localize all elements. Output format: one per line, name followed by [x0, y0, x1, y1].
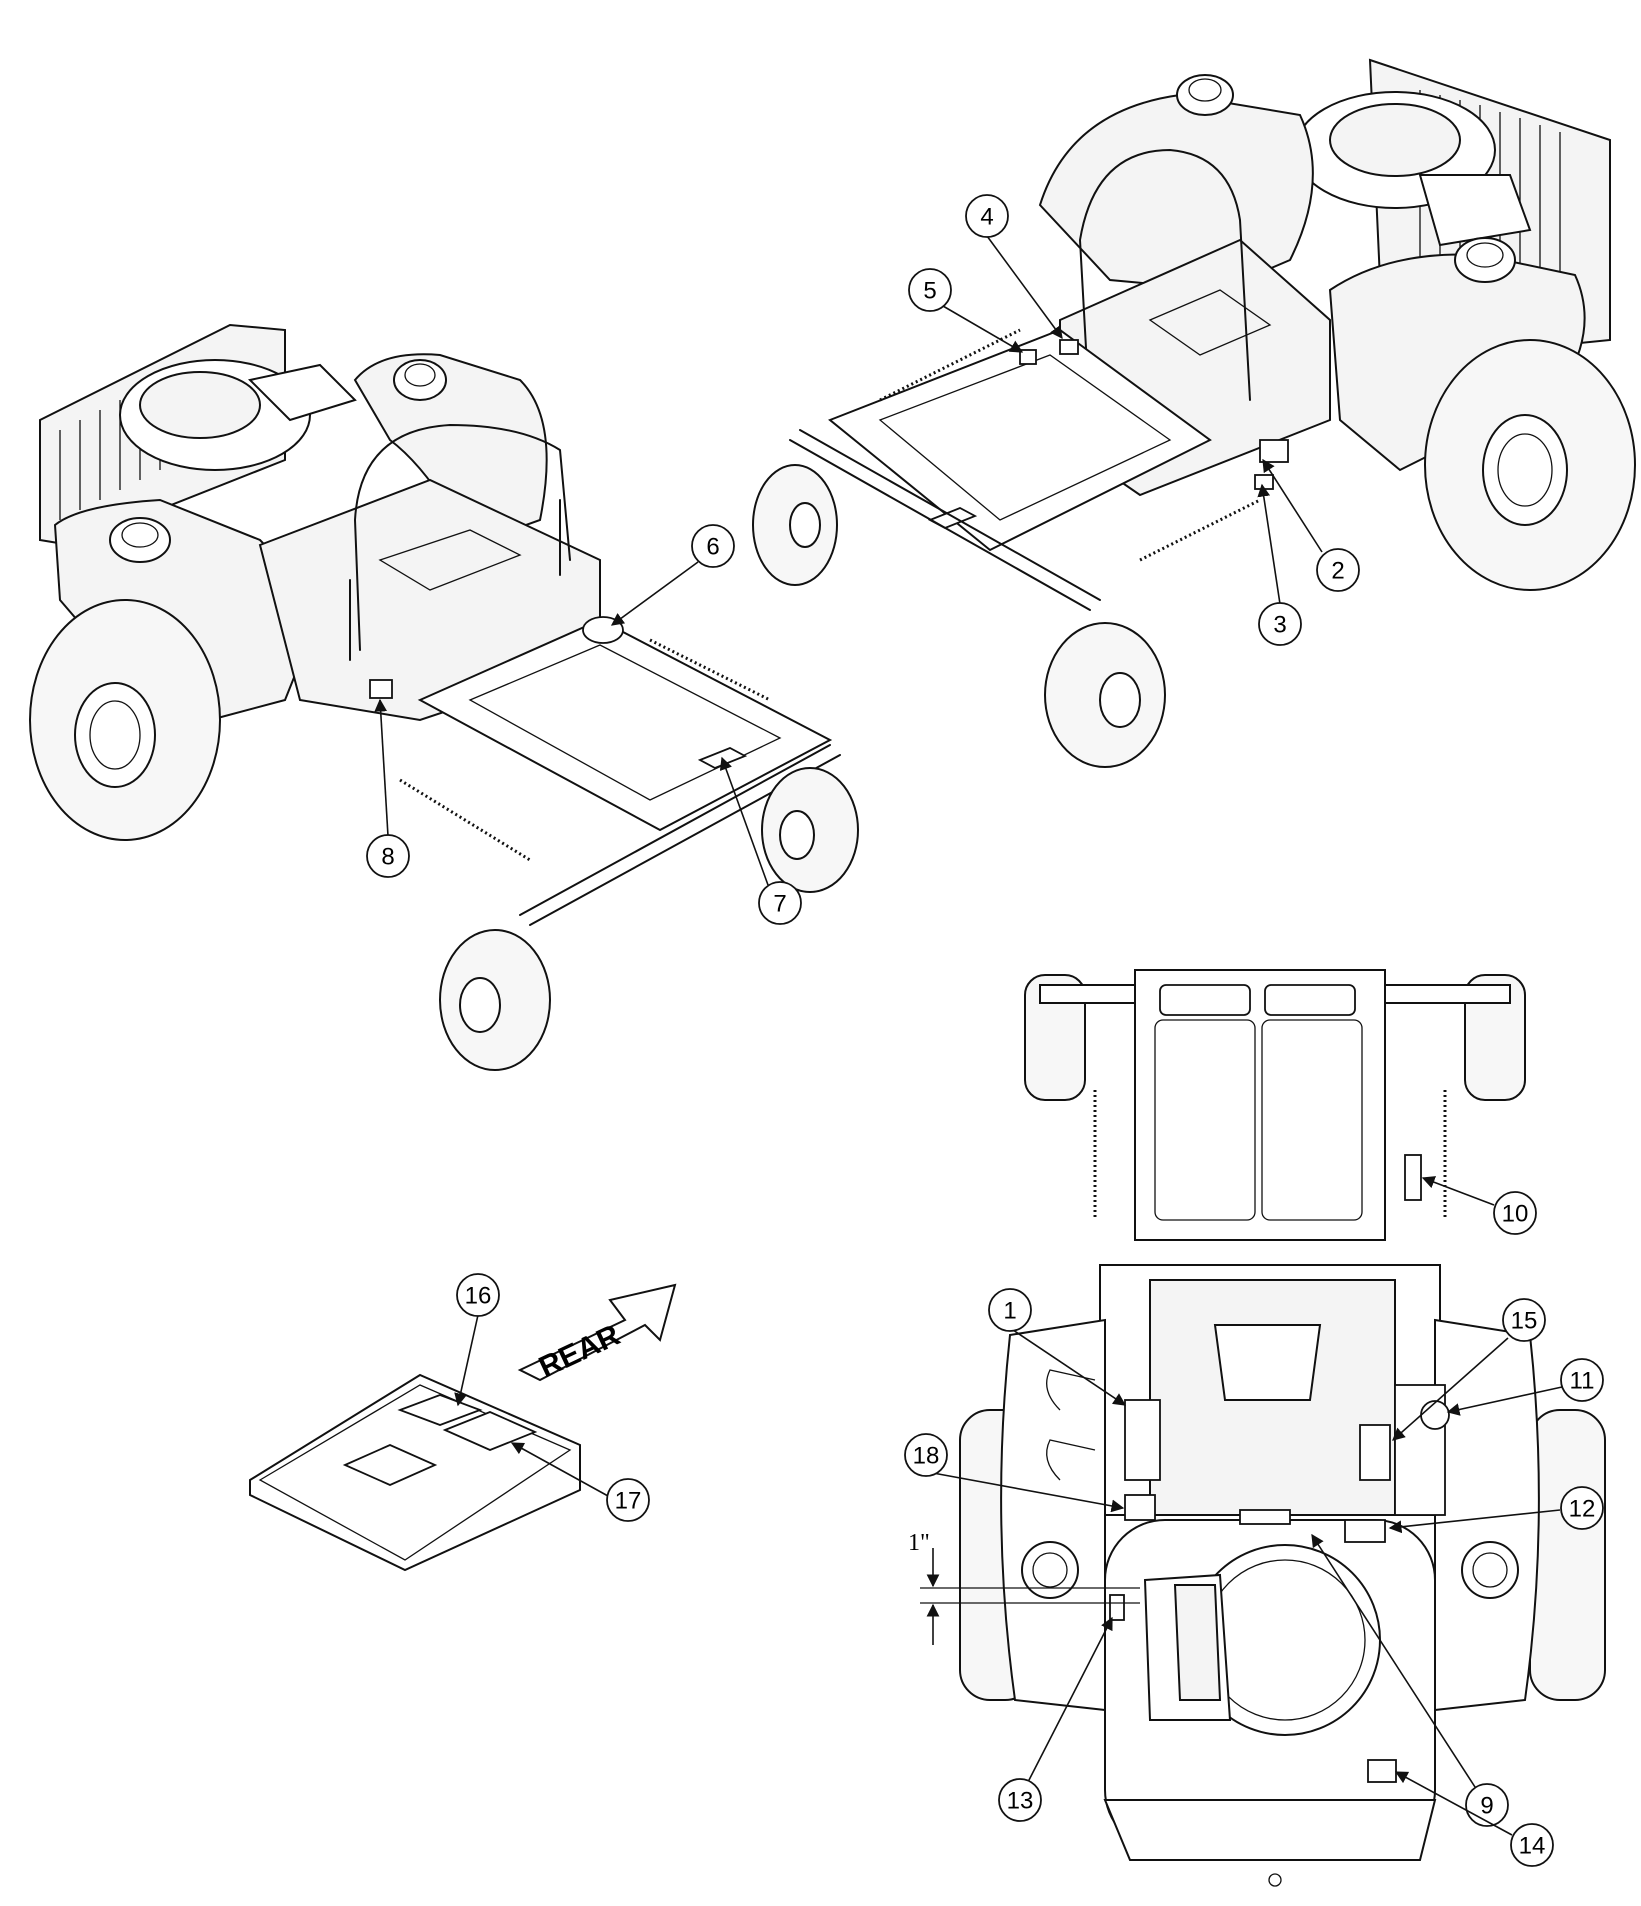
- callout-15: 15: [1392, 1298, 1546, 1441]
- callout-11: 11: [1446, 1358, 1604, 1416]
- callout-number: 4: [980, 204, 993, 231]
- callout-4: 4: [965, 194, 1063, 340]
- leader-line: [986, 235, 1063, 340]
- leader-line: [610, 561, 699, 626]
- callout-number: 16: [465, 1283, 492, 1310]
- leader-line: [1392, 1337, 1509, 1441]
- leader-line: [1388, 1509, 1561, 1534]
- callout-2: 2: [1262, 458, 1360, 592]
- callout-number: 5: [923, 278, 936, 305]
- callout-3: 3: [1257, 483, 1302, 646]
- callout-10: 10: [1421, 1176, 1537, 1235]
- callout-8: 8: [366, 698, 410, 878]
- rear-direction-arrow: REAR: [517, 1283, 677, 1384]
- leader-line: [932, 1472, 1125, 1513]
- leader-line: [454, 1314, 479, 1407]
- callout-7: 7: [719, 756, 802, 925]
- callout-number: 12: [1569, 1496, 1596, 1523]
- leader-line: [719, 756, 769, 886]
- callout-number: 1: [1003, 1298, 1016, 1325]
- leader-line: [374, 698, 389, 837]
- leader-line: [1027, 1616, 1113, 1783]
- callout-number: 6: [706, 534, 719, 561]
- callout-number: 9: [1480, 1793, 1493, 1820]
- leader-line: [510, 1442, 609, 1497]
- callout-6: 6: [610, 524, 735, 626]
- callout-5: 5: [908, 268, 1024, 353]
- dimension-label: 1": [908, 1530, 930, 1556]
- callout-number: 17: [615, 1488, 642, 1515]
- callout-17: 17: [510, 1442, 650, 1522]
- callout-number: 11: [1570, 1368, 1595, 1395]
- callout-number: 14: [1519, 1833, 1546, 1860]
- callout-number: 3: [1273, 612, 1286, 639]
- callout-number: 15: [1511, 1308, 1538, 1335]
- callout-number: 7: [773, 891, 786, 918]
- leader-line: [1262, 458, 1323, 553]
- rear-label: REAR: [534, 1318, 625, 1384]
- dimension-1-inch: 1": [908, 1530, 1140, 1645]
- callout-14: 14: [1394, 1771, 1554, 1867]
- leader-line: [1446, 1386, 1563, 1416]
- leader-line: [1311, 1533, 1476, 1788]
- callout-18: 18: [904, 1433, 1125, 1513]
- callout-number: 10: [1502, 1201, 1529, 1228]
- floor-plate: [249, 1373, 581, 1572]
- callout-13: 13: [998, 1616, 1113, 1822]
- mower-iso-left: [29, 323, 859, 1071]
- callout-number: 8: [381, 844, 394, 871]
- mower-top-view: [959, 969, 1606, 1887]
- leader-line: [1009, 1327, 1127, 1406]
- leader-line: [1394, 1771, 1513, 1836]
- callout-12: 12: [1388, 1486, 1604, 1534]
- callout-number: 2: [1331, 558, 1344, 585]
- callout-16: 16: [454, 1273, 500, 1407]
- leader-line: [942, 305, 1024, 353]
- callout-number: 18: [913, 1443, 940, 1470]
- leader-line: [1421, 1176, 1495, 1206]
- callout-number: 13: [1007, 1788, 1034, 1815]
- leader-line: [1257, 483, 1281, 605]
- mower-iso-right: [752, 58, 1636, 768]
- callout-1: 1: [988, 1288, 1127, 1406]
